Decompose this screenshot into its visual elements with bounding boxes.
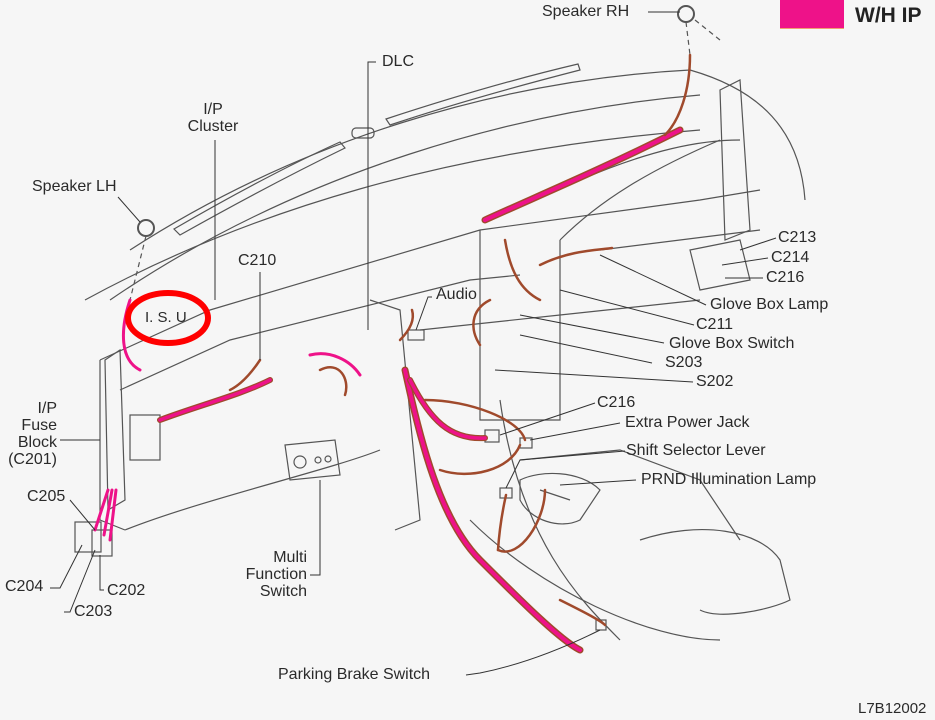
label-s202: S202	[696, 373, 734, 390]
figure-code: L7B12002	[858, 700, 927, 717]
label-multi-line3: Switch	[259, 583, 307, 600]
label-c203: C203	[74, 603, 113, 620]
label-ip-cluster-line2: Cluster	[187, 118, 239, 135]
label-multi-line1: Multi	[273, 549, 307, 566]
leader-lines	[50, 11, 777, 676]
label-ip-fuse-line3: Block	[17, 434, 57, 451]
label-glove-box-switch: Glove Box Switch	[669, 335, 795, 352]
speaker-leads	[129, 19, 721, 301]
label-shift-selector-lever: Shift Selector Lever	[626, 442, 766, 459]
harness-main	[93, 126, 684, 654]
label-ip-fuse-line1: I/P	[37, 400, 57, 417]
label-extra-power-jack: Extra Power Jack	[625, 414, 750, 431]
label-c213: C213	[778, 229, 817, 246]
label-speaker-lh: Speaker LH	[32, 178, 117, 195]
harness-branch	[228, 53, 692, 627]
label-c214: C214	[771, 249, 810, 266]
label-parking-brake-switch: Parking Brake Switch	[278, 666, 431, 683]
legend-swatch	[780, 0, 844, 29]
label-dlc: DLC	[382, 53, 415, 70]
label-c216-top: C216	[766, 269, 805, 286]
legend-label: W/H IP	[855, 4, 922, 27]
label-c205: C205	[27, 488, 66, 505]
highlight-circle	[125, 290, 211, 346]
label-speaker-rh: Speaker RH	[542, 3, 630, 20]
label-c216-mid: C216	[597, 394, 636, 411]
label-ip-fuse-line2: Fuse	[21, 417, 57, 434]
label-c211: C211	[696, 316, 734, 333]
label-c210: C210	[238, 252, 277, 269]
label-c202: C202	[107, 582, 146, 599]
label-multi-line2: Function	[245, 566, 307, 583]
label-s203: S203	[665, 354, 703, 371]
label-ip-cluster-line1: I/P	[203, 101, 223, 118]
label-isu: I. S. U	[145, 309, 187, 326]
label-glove-box-lamp: Glove Box Lamp	[710, 296, 829, 313]
label-audio: Audio	[436, 286, 477, 303]
label-c204: C204	[5, 578, 44, 595]
dashboard-outline	[74, 5, 806, 641]
label-ip-fuse-line4: (C201)	[8, 451, 57, 468]
label-prnd-illumination-lamp: PRND Illumination Lamp	[641, 471, 817, 488]
